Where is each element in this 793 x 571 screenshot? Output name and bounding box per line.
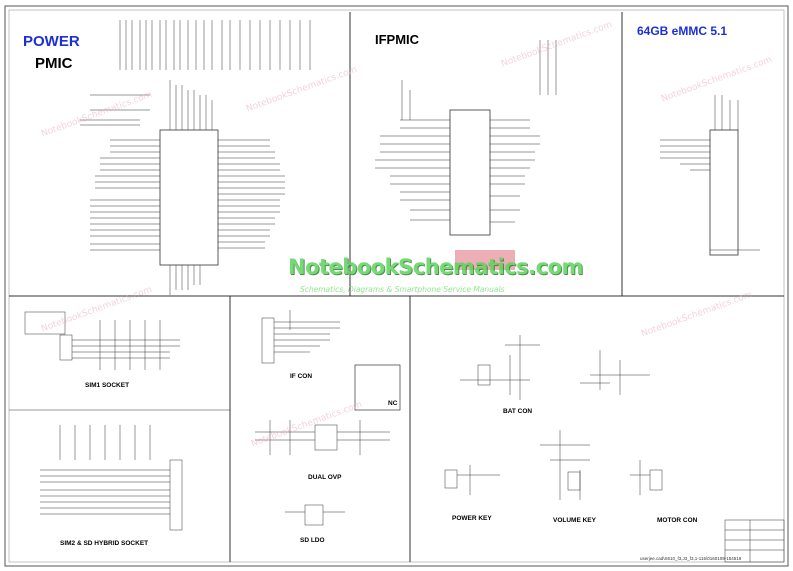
sim2-sd-circuit	[40, 425, 183, 531]
file-path: userjee.cad\S610_f3,J3_f3,1-115\0160109-…	[640, 556, 742, 561]
sd-ldo-circuit	[285, 504, 345, 526]
pmic-chip	[80, 20, 311, 295]
sim1-circuit	[24, 311, 180, 370]
if-con-label: IF CON	[290, 373, 313, 380]
title-block	[724, 519, 785, 563]
emmc-title: 64GB eMMC 5.1	[637, 24, 728, 38]
sheet-inner-frame	[8, 9, 785, 563]
nc-label: NC	[388, 400, 398, 407]
watermark-logo: NotebookSchematics.com	[288, 255, 583, 279]
volume-key-circuit	[540, 430, 590, 500]
pmic-title: PMIC	[35, 55, 73, 72]
power-title: POWER	[23, 33, 80, 50]
volume-key-label: VOLUME KEY	[553, 517, 596, 524]
dual-ovp-circuit	[255, 420, 390, 455]
ifpmic-title: IFPMIC	[375, 32, 420, 47]
ifpmic-chip	[375, 40, 557, 236]
motor-con-label: MOTOR CON	[657, 517, 698, 524]
bat-con-circuit	[460, 335, 650, 400]
sheet-frame	[4, 5, 789, 567]
power-key-circuit	[444, 465, 500, 495]
watermark-stripe	[455, 250, 515, 270]
sd-ldo-label: SD LDO	[300, 537, 325, 544]
emmc-chip	[660, 95, 760, 256]
if-con-circuit	[261, 310, 401, 411]
watermark-tagline: Schematics, Diagrams & Smartphone Servic…	[300, 285, 505, 294]
power-key-label: POWER KEY	[452, 515, 492, 522]
sim2-sd-label: SIM2 & SD HYBRID SOCKET	[60, 540, 149, 547]
dual-ovp-label: DUAL OVP	[308, 474, 342, 481]
bat-con-label: BAT CON	[503, 408, 533, 415]
motor-con-circuit	[630, 460, 663, 495]
sim1-socket-label: SIM1 SOCKET	[85, 382, 130, 389]
